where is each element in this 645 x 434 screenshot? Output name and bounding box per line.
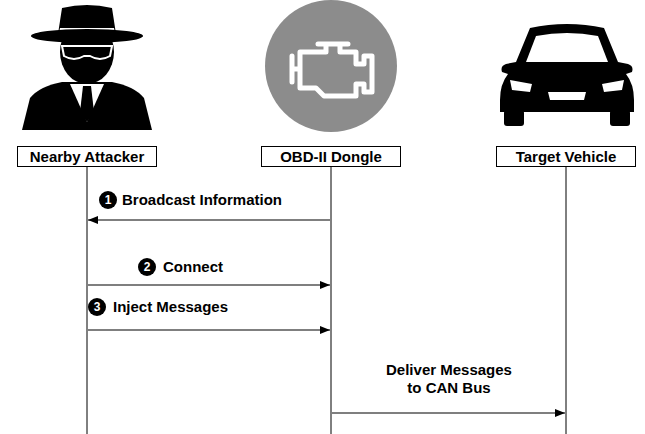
callout-number: 2	[138, 258, 156, 276]
lifeline-box: Nearby Attacker	[17, 146, 157, 167]
lifeline	[87, 167, 88, 434]
message-label: Deliver Messages to CAN Bus	[379, 361, 519, 397]
vehicle-icon	[500, 24, 634, 126]
message-arrow	[88, 284, 330, 285]
lifeline	[331, 167, 332, 434]
callout-number: 1	[99, 191, 117, 209]
message-arrow	[88, 219, 330, 220]
engine-icon	[265, 0, 397, 132]
lifeline-box: Target Vehicle	[496, 146, 636, 167]
participant-name: OBD-II Dongle	[270, 148, 392, 165]
message-arrow	[332, 412, 565, 413]
participant-name: Target Vehicle	[505, 148, 627, 165]
lifeline	[566, 167, 567, 434]
message-label: Inject Messages	[113, 298, 228, 316]
participant-name: Nearby Attacker	[26, 148, 148, 165]
callout-number: 3	[88, 298, 106, 316]
lifeline-box: OBD-II Dongle	[261, 146, 401, 167]
message-arrow	[88, 329, 330, 330]
message-label: Connect	[163, 258, 223, 276]
message-label: Broadcast Information	[122, 191, 282, 209]
attacker-icon	[22, 5, 152, 130]
